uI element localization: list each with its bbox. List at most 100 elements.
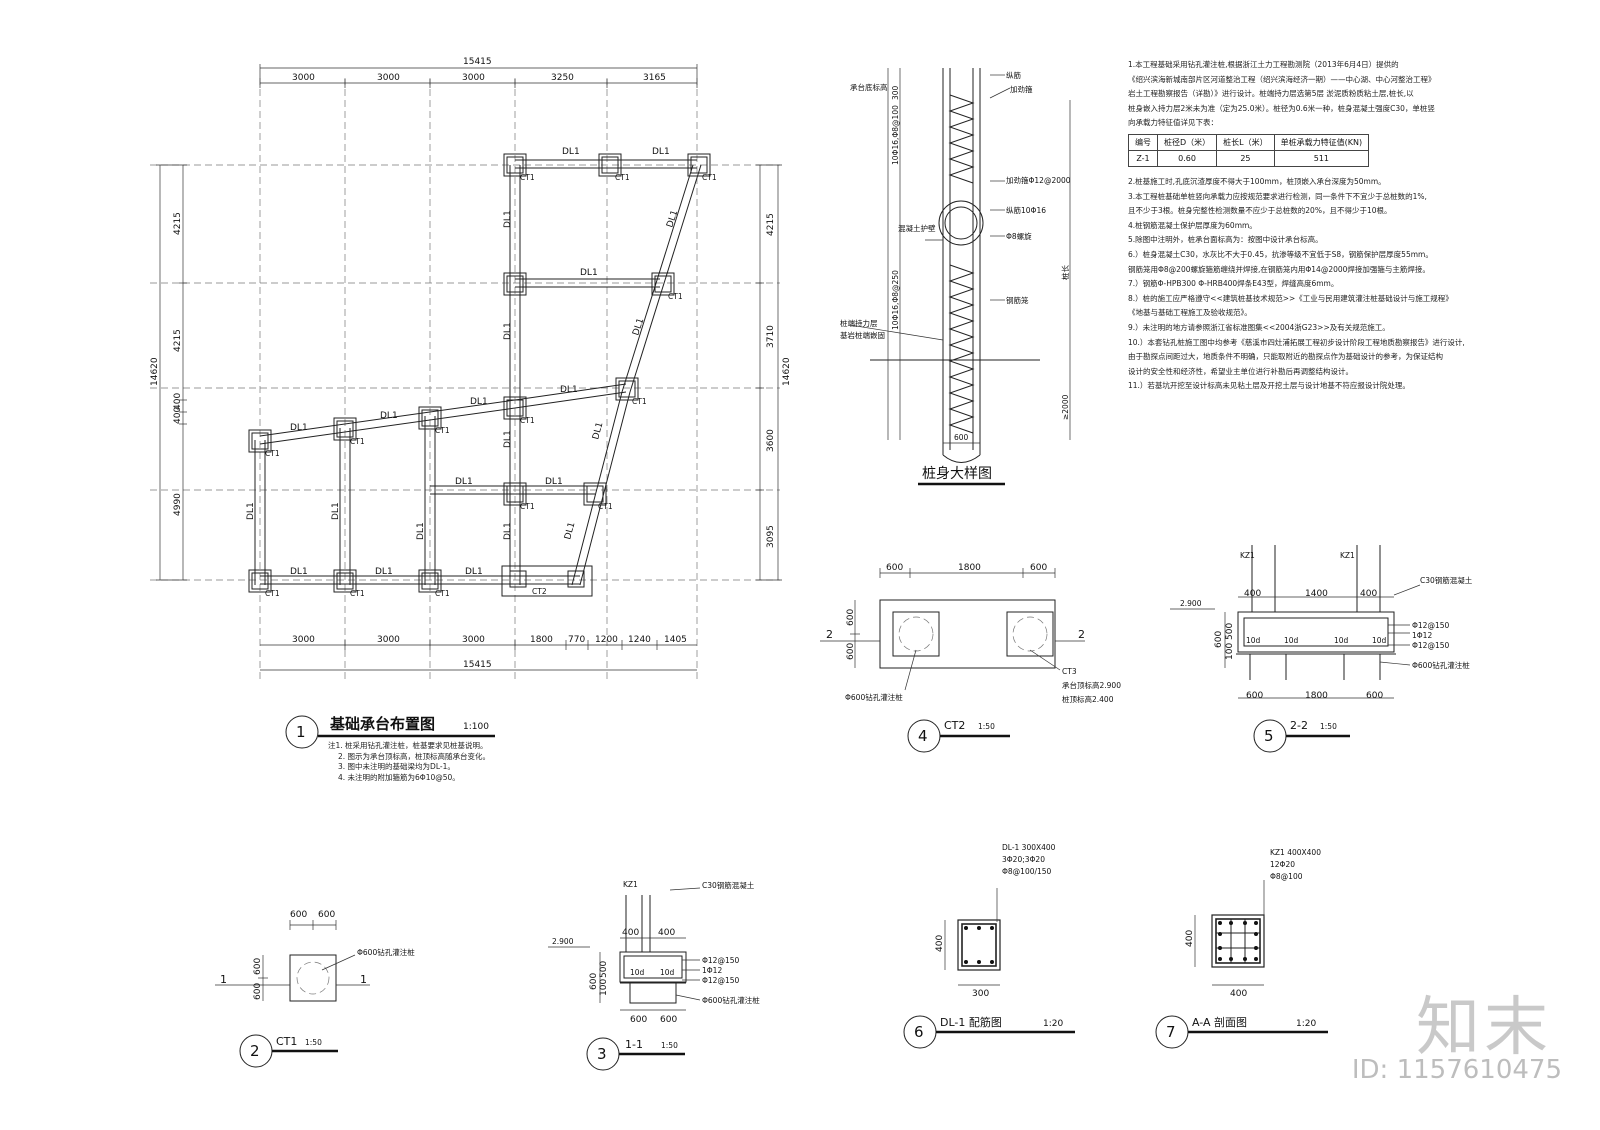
beam-label: DL1	[290, 423, 308, 433]
title-number-3: 3	[597, 1045, 607, 1063]
note-line: 设计的安全性和经济性，希望业主单位进行补勘后再调整结构设计。	[1128, 366, 1353, 376]
cap-label: CT1	[615, 173, 630, 182]
ct2-dim: 600	[1030, 563, 1047, 573]
note-line: 向承载力特征值详见下表：	[1128, 118, 1218, 128]
aa-dim: 400	[1185, 930, 1195, 947]
note-line: 《绍兴滨海新城南部片区河道整治工程（绍兴滨海经济一期）——中心湖、中心河整治工程…	[1128, 74, 1436, 84]
cap-label: CT1	[668, 292, 683, 301]
beam-label: DL1	[380, 411, 398, 421]
ct1-dim: 600	[253, 958, 263, 975]
note-line: 9.）未注明的地方请参照浙江省标准图集<<2004浙G23>>及有关规范施工。	[1128, 322, 1390, 332]
top-dim: 3000	[377, 73, 400, 83]
dl1-title: DL-1 配筋图	[940, 1015, 1002, 1029]
pile-dim: 10Φ16,Φ8@100	[891, 105, 900, 165]
top-dim: 3165	[643, 73, 666, 83]
sec22-dim: 600	[1366, 691, 1383, 701]
pile-dim: 600	[954, 433, 969, 442]
beam-labels: DL1 DL1 DL1 DL1 DL1 DL1 DL1 DL1 DL1 DL1 …	[246, 147, 680, 577]
beam-label: DL1	[503, 430, 513, 448]
plan-dim-texts: 15415 3000 3000 3000 3250 3165 3000 3000…	[150, 57, 792, 670]
ct1-sec-mark: 1	[220, 973, 227, 986]
rebar-label: Φ12@150	[702, 956, 739, 965]
beam-label: DL1	[665, 209, 680, 229]
dl1-dim: 300	[972, 989, 989, 999]
beam-label: DL1	[375, 567, 393, 577]
tens-label: 10d	[1246, 636, 1261, 645]
ct1-scale: 1:50	[305, 1038, 322, 1047]
pile-label: 桩端持力层	[840, 318, 878, 328]
beam-label: DL1	[246, 502, 256, 520]
title-number-2: 2	[250, 1042, 260, 1060]
rebar-label: Φ12@150	[1412, 621, 1449, 630]
beam-label: DL1	[545, 477, 563, 487]
ct3-label: CT3	[1062, 667, 1077, 676]
bottom-dim: 1240	[628, 635, 651, 645]
foundation-plan: DL1 DL1 DL1 DL1 DL1 DL1 DL1 DL1 DL1 DL1 …	[150, 57, 792, 749]
left-dim: 4990	[173, 493, 183, 516]
tens-label: 10d	[1284, 636, 1299, 645]
dl1-dim: 400	[935, 935, 945, 952]
bottom-dim: 1405	[664, 635, 687, 645]
beam-label: DL1	[631, 317, 646, 337]
pile-label: Φ8螺旋	[1006, 231, 1032, 241]
dl1-spec: DL-1 300X400	[1002, 843, 1056, 852]
bottom-dim: 1200	[595, 635, 618, 645]
plan-note-line: 4. 未注明的附加箍筋为6Φ10@50。	[338, 772, 460, 782]
note-line: 《地基与基础工程施工及验收规范》。	[1128, 308, 1252, 318]
aa-spec: KZ1 400X400	[1270, 848, 1321, 857]
beam-label: DL1	[652, 147, 670, 157]
right-dim: 3600	[766, 429, 776, 452]
watermark-id: ID: 1157610475	[1351, 1055, 1562, 1085]
table-cell: 0.60	[1156, 150, 1218, 167]
pile-label: 钢筋笼	[1006, 295, 1029, 305]
pile-dim: 10Φ16,Φ8@250	[891, 270, 900, 330]
aa-spec: 12Φ20	[1270, 860, 1295, 869]
note-line: 5.除图中注明外，桩承台面标高为：按图中设计承台标高。	[1128, 235, 1323, 245]
ct1-title: CT1	[276, 1035, 297, 1048]
top-dim: 3000	[292, 73, 315, 83]
ct1-dim: 600	[253, 983, 263, 1000]
beam-label: DL1	[503, 322, 513, 340]
tens-label: 10d	[1334, 636, 1349, 645]
pile-dim: ≥2000	[1061, 394, 1070, 420]
plan-title: 基础承台布置图	[329, 715, 435, 733]
ct2-cap-top: 承台顶标高2.900	[1062, 680, 1121, 690]
table-header-cell: 编号	[1128, 134, 1158, 151]
rebar-label: Φ12@150	[1412, 641, 1449, 650]
pile-label: Φ600钻孔灌注桩	[702, 995, 760, 1005]
note-line: 2.桩基施工时,孔底沉渣厚度不得大于100mm，桩顶嵌入承台深度为50mm。	[1128, 177, 1386, 186]
pile-detail: 纵筋 加劲箍 承台底标高 加劲箍Φ12@2000 纵筋10Φ16 混凝土护壁 Φ…	[840, 68, 1071, 486]
table-cell: Z-1	[1128, 150, 1158, 167]
dl1-detail: DL-1 300X400 3Φ20;3Φ20 Φ8@100/150 400 30…	[903, 843, 1075, 1049]
table-header-cell: 桩长L（米）	[1216, 134, 1275, 151]
title-number-4: 4	[918, 727, 928, 745]
sec11-dim: 500	[599, 961, 609, 978]
tens-label: 10d	[1372, 636, 1387, 645]
sec22-title: 2-2	[1290, 719, 1308, 732]
ct2-dim: 600	[846, 643, 856, 660]
note-line: 7.）钢筋Φ-HPB300 Φ-HRB400焊条E43型，焊缝高度6mm。	[1128, 279, 1339, 289]
table-cell: 25	[1216, 150, 1275, 167]
cap-label: CT1	[265, 589, 280, 598]
plan-note-line: 3. 图中未注明的基础梁均为DL-1。	[338, 762, 455, 771]
cap-label: CT1	[598, 502, 613, 511]
sec22-dim: 500	[1225, 623, 1235, 640]
sec11-dim: 600	[589, 973, 599, 990]
ct2-dim: 1800	[958, 563, 981, 573]
plan-note-line: 注1. 桩采用钻孔灌注桩，桩基要求见桩基说明。	[328, 741, 488, 750]
sec22-dim: 600	[1214, 631, 1224, 648]
plan-scale: 1:100	[463, 722, 489, 732]
bottom-dim: 770	[568, 635, 585, 645]
note-line: 1.本工程基础采用钻孔灌注桩,根据浙江土力工程勘测院（2013年6月4日）提供的	[1128, 60, 1399, 69]
aa-spec: Φ8@100	[1270, 872, 1303, 881]
note-line: 钢筋笼用Φ8@200螺旋箍筋缠绕并焊接,在钢筋笼内用Φ14@2000焊接加强箍与…	[1128, 264, 1430, 274]
kz1-label: KZ1	[1240, 551, 1255, 560]
note-line: 3.本工程桩基础单桩竖向承载力应按规范要求进行检测，同一条件下不宜少于总桩数的1…	[1128, 191, 1427, 201]
bottom-dim: 1800	[530, 635, 553, 645]
sec22-dim: 600	[1246, 691, 1263, 701]
pile-label: 加劲箍Φ12@2000	[1006, 175, 1071, 185]
rebar-label: Φ12@150	[702, 976, 739, 985]
beam-label: DL1	[563, 521, 577, 541]
c30-label: C30钢筋混凝土	[702, 880, 755, 890]
cap-label: CT2	[532, 587, 547, 596]
